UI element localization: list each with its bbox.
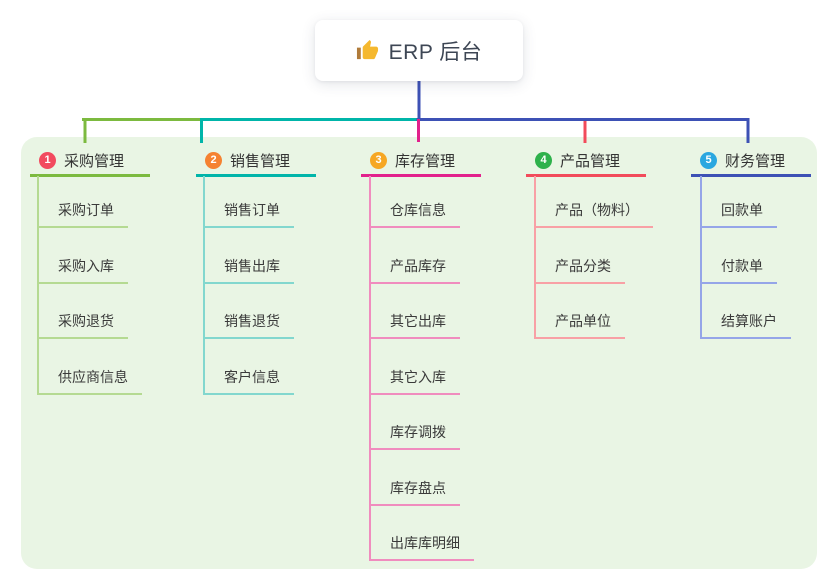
child-label: 销售出库 [224,257,280,274]
child-label: 产品分类 [555,257,611,274]
branch-children-product: 产品（物料） 产品分类 产品单位 [534,176,653,339]
child-node[interactable]: 采购入库 [39,228,128,284]
child-node[interactable]: 结算账户 [702,284,791,339]
thumbs-up-icon [356,39,378,60]
child-node[interactable]: 产品（物料） [536,176,653,228]
child-node[interactable]: 采购退货 [39,284,128,339]
branch-number-badge: 2 [205,151,222,169]
child-label: 供应商信息 [58,368,128,385]
branch-header-inventory[interactable]: 3 库存管理 [361,146,481,177]
child-node[interactable]: 其它入库 [371,339,460,395]
branch-header-sales[interactable]: 2 销售管理 [196,146,316,177]
child-label: 客户信息 [224,368,280,385]
child-node[interactable]: 产品库存 [371,228,460,284]
child-node[interactable]: 销售退货 [205,284,294,339]
branch-header-purchase[interactable]: 1 采购管理 [30,146,150,177]
child-label: 产品（物料） [555,202,639,218]
child-label: 其它入库 [390,368,446,385]
branch-label: 库存管理 [395,152,456,170]
branch-children-inventory: 仓库信息 产品库存 其它出库 其它入库 库存调拨 库存盘点 出库库明细 [369,176,474,561]
child-node[interactable]: 销售出库 [205,228,294,284]
child-label: 采购入库 [58,257,114,274]
child-label: 销售订单 [224,202,280,218]
child-label: 付款单 [721,257,763,274]
child-label: 采购退货 [58,313,114,329]
child-node[interactable]: 出库库明细 [371,506,474,561]
branch-label: 产品管理 [560,152,621,170]
child-label: 出库库明细 [390,535,460,551]
root-label: ERP 后台 [388,40,483,64]
child-label: 其它出库 [390,313,446,329]
branches-panel-background [21,137,817,569]
child-label: 销售退货 [224,313,280,329]
branch-number-badge: 1 [39,151,56,169]
child-label: 库存调拨 [390,424,446,440]
child-label: 产品单位 [555,313,611,329]
child-node[interactable]: 供应商信息 [39,339,142,395]
root-node[interactable]: ERP 后台 [315,20,523,81]
child-node[interactable]: 付款单 [702,228,777,284]
child-label: 库存盘点 [390,479,446,496]
child-node[interactable]: 产品单位 [536,284,625,339]
child-node[interactable]: 回款单 [702,176,777,228]
child-label: 产品库存 [390,257,446,274]
child-label: 仓库信息 [390,202,446,218]
child-node[interactable]: 其它出库 [371,284,460,339]
branch-children-sales: 销售订单 销售出库 销售退货 客户信息 [203,176,294,395]
branch-number-badge: 5 [700,151,717,169]
child-label: 采购订单 [58,202,114,218]
child-label: 回款单 [721,202,763,218]
child-node[interactable]: 仓库信息 [371,176,460,228]
child-node[interactable]: 库存盘点 [371,450,460,506]
branch-header-finance[interactable]: 5 财务管理 [691,146,811,177]
branch-children-finance: 回款单 付款单 结算账户 [700,176,791,339]
branch-number-badge: 3 [370,151,387,169]
branch-label: 销售管理 [230,152,291,170]
branch-label: 采购管理 [64,152,125,170]
child-node[interactable]: 销售订单 [205,176,294,228]
child-node[interactable]: 采购订单 [39,176,128,228]
branch-children-purchase: 采购订单 采购入库 采购退货 供应商信息 [37,176,142,395]
child-node[interactable]: 库存调拨 [371,395,460,450]
branch-number-badge: 4 [535,151,552,169]
child-node[interactable]: 产品分类 [536,228,625,284]
branch-label: 财务管理 [725,152,786,170]
child-label: 结算账户 [721,313,777,329]
child-node[interactable]: 客户信息 [205,339,294,395]
branch-header-product[interactable]: 4 产品管理 [526,146,646,177]
